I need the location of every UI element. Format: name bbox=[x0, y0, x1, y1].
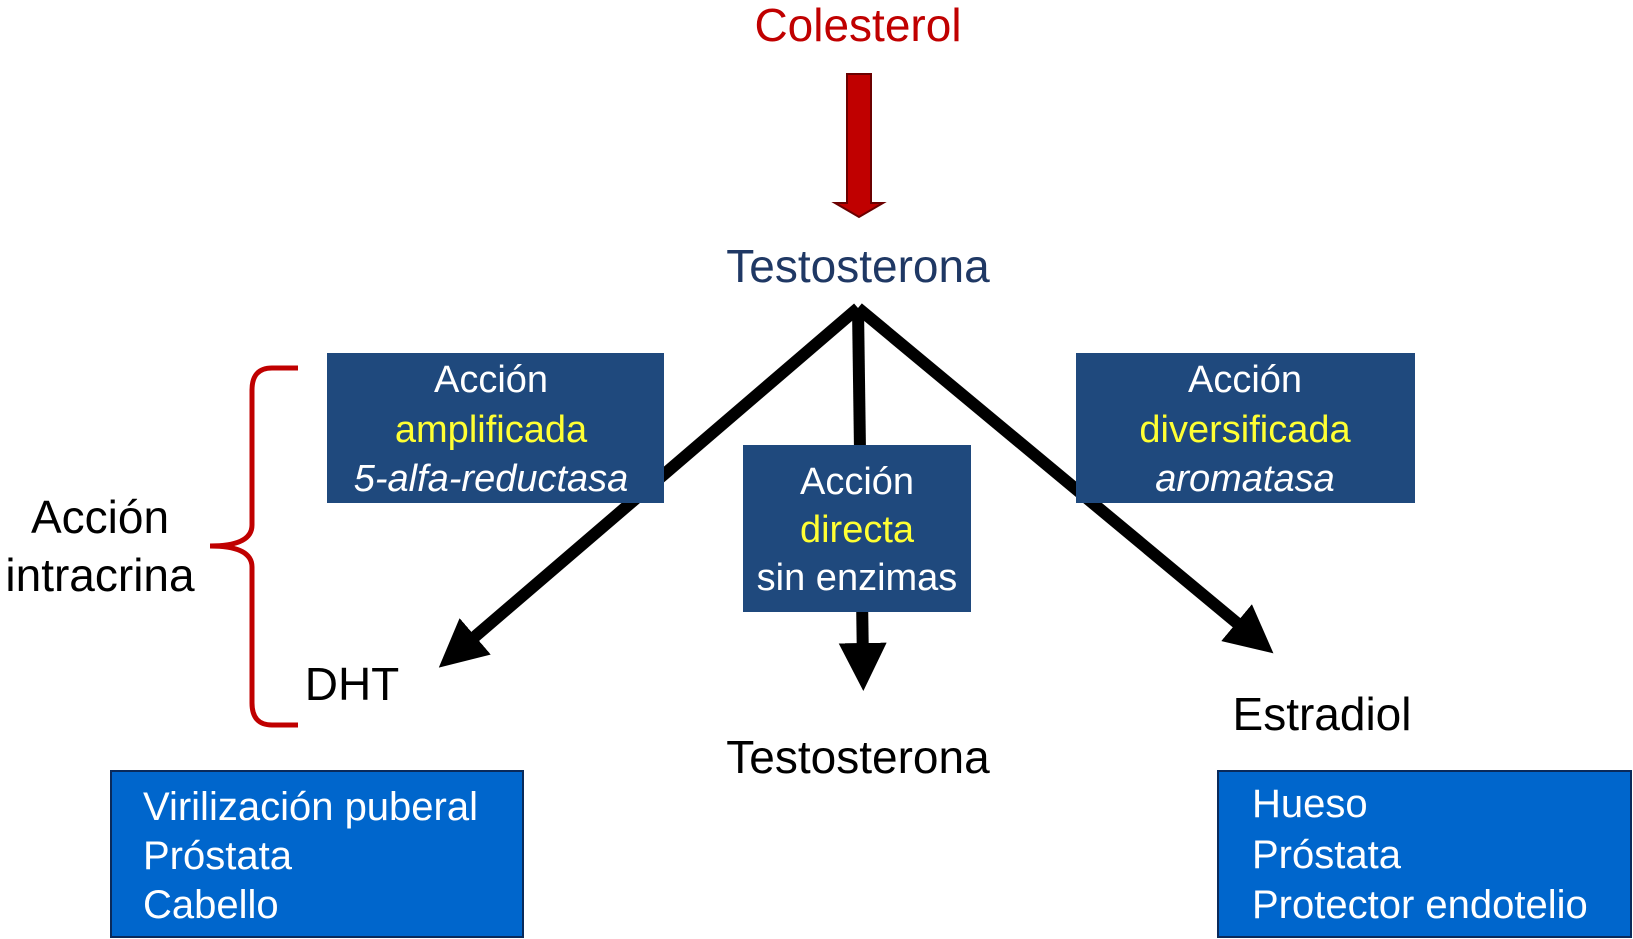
hormone-label: Testosterona bbox=[726, 240, 990, 292]
effect-box-dht: Virilización puberal Próstata Cabello bbox=[110, 770, 524, 938]
intracrine-bracket bbox=[209, 365, 298, 728]
action-diversified-line2: diversificada bbox=[1139, 409, 1351, 451]
action-amplified-line1: Acción bbox=[434, 359, 548, 401]
action-box-diversified: Acción diversificada aromatasa bbox=[1076, 353, 1415, 503]
action-amplified-line2: amplificada bbox=[395, 409, 588, 451]
arrow-to-estradiol bbox=[854, 303, 1274, 654]
action-box-direct: Acción directa sin enzimas bbox=[743, 445, 971, 612]
intracrine-line1: Acción bbox=[31, 491, 169, 543]
estradiol-label: Estradiol bbox=[1233, 688, 1412, 740]
effect-estradiol-item-1: Hueso bbox=[1252, 782, 1368, 826]
effect-dht-item-3: Cabello bbox=[143, 883, 279, 927]
action-diversified-line1: Acción bbox=[1188, 359, 1302, 401]
effect-estradiol-item-3: Protector endotelio bbox=[1252, 883, 1588, 927]
testosterone-out-label: Testosterona bbox=[726, 731, 990, 783]
effect-estradiol-item-2: Próstata bbox=[1252, 833, 1402, 877]
source-label: Colesterol bbox=[754, 0, 961, 51]
effect-box-estradiol: Hueso Próstata Protector endotelio bbox=[1217, 770, 1632, 938]
intracrine-line2: intracrina bbox=[5, 549, 195, 601]
source-arrow bbox=[831, 73, 887, 219]
action-direct-line1: Acción bbox=[800, 461, 914, 503]
effect-dht-item-2: Próstata bbox=[143, 834, 293, 878]
action-amplified-line3: 5-alfa-reductasa bbox=[354, 458, 629, 500]
action-box-amplified: Acción amplificada 5-alfa-reductasa bbox=[327, 353, 664, 503]
action-direct-line3: sin enzimas bbox=[757, 557, 958, 599]
dht-label: DHT bbox=[305, 658, 400, 710]
effect-dht-item-1: Virilización puberal bbox=[143, 785, 478, 829]
action-diversified-line3: aromatasa bbox=[1155, 458, 1335, 500]
action-direct-line2: directa bbox=[800, 509, 915, 551]
